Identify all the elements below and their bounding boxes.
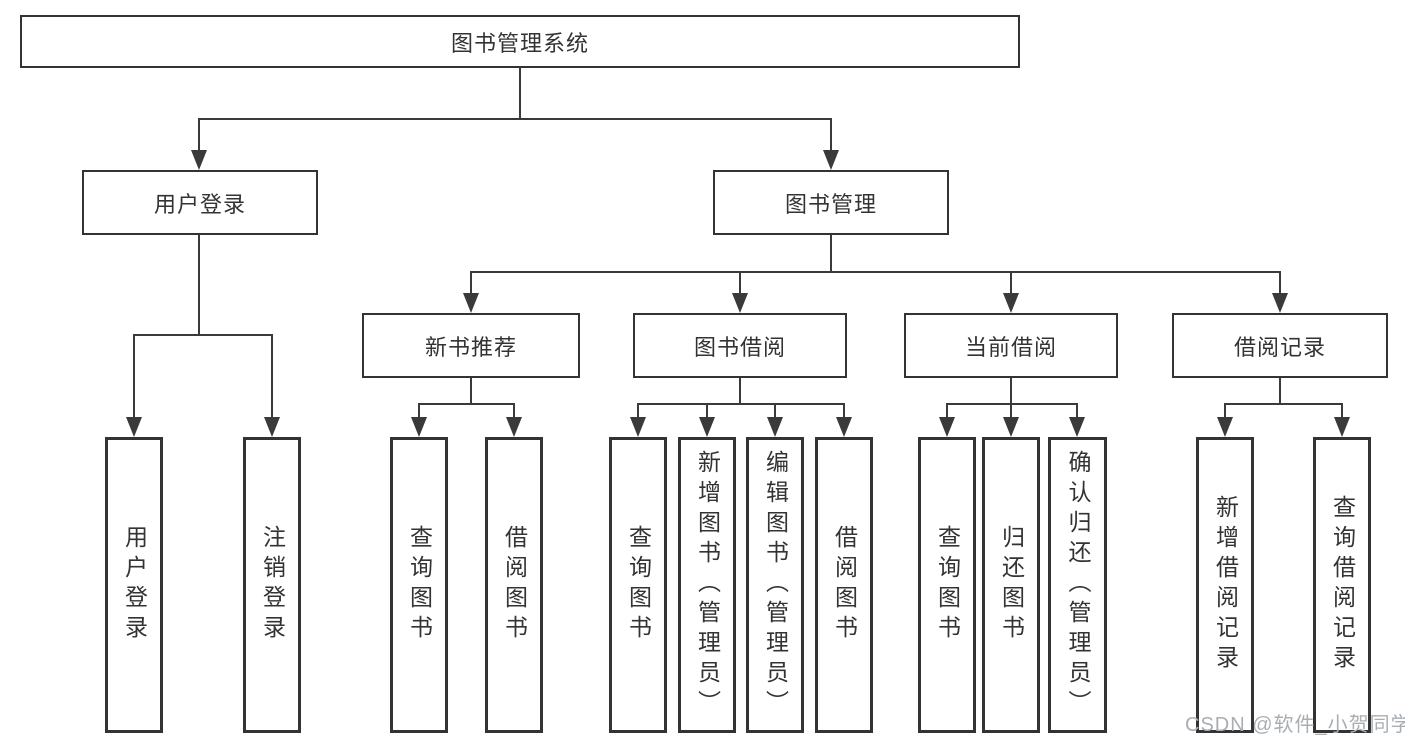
arrowhead-groupB-1 — [630, 417, 646, 437]
leaf-user-login: 用户登录 — [105, 437, 163, 733]
leaf-add-books-admin: 新增图书（管理员） — [678, 437, 736, 733]
arrowhead-groupB-2 — [699, 417, 715, 437]
connector-groupC-drop-3 — [1076, 403, 1078, 419]
leaf-label: 用户登录 — [121, 525, 148, 645]
connector-userlogin-drop-1 — [133, 334, 135, 419]
leaf-label: 新增借阅记录 — [1212, 495, 1239, 675]
leaf-query-books-borrowing: 查询图书 — [609, 437, 667, 733]
arrowhead-to-user-login — [191, 150, 207, 170]
csdn-watermark: CSDN @软件_小贺同学 — [1185, 714, 1405, 736]
connector-bookmgmt-stem — [830, 235, 832, 273]
arrowhead-to-current-borrowing — [1003, 293, 1019, 313]
leaf-label: 确认归还（管理员） — [1065, 450, 1091, 720]
leaf-label: 借阅图书 — [831, 525, 858, 645]
arrowhead-to-leaf-user-login — [126, 417, 142, 437]
arrowhead-to-leaf-logout — [264, 417, 280, 437]
connector-groupA-stem — [470, 378, 472, 405]
connector-groupA-drop-2 — [513, 403, 515, 419]
connector-userlogin-rail — [133, 334, 273, 336]
connector-bookmgmt-drop-4 — [1279, 271, 1281, 295]
connector-groupD-drop-1 — [1224, 403, 1226, 419]
connector-groupB-drop-2 — [706, 403, 708, 419]
node-label: 借阅记录 — [1233, 334, 1326, 360]
leaf-label: 编辑图书（管理员） — [762, 450, 789, 720]
node-label: 图书借阅 — [693, 334, 786, 360]
connector-groupB-drop-3 — [774, 403, 776, 419]
connector-groupA-drop-1 — [418, 403, 420, 419]
arrowhead-groupA-1 — [411, 417, 427, 437]
node-book-management: 图书管理 — [713, 170, 949, 235]
connector-userlogin-drop-2 — [271, 334, 273, 419]
leaf-logout: 注销登录 — [243, 437, 301, 733]
leaf-query-books-current: 查询图书 — [918, 437, 976, 733]
node-current-borrowing: 当前借阅 — [904, 313, 1118, 378]
leaf-label: 查询图书 — [934, 525, 961, 645]
arrowhead-to-book-borrowing — [732, 293, 748, 313]
leaf-query-books-recommend: 查询图书 — [390, 437, 448, 733]
leaf-label: 借阅图书 — [501, 525, 528, 645]
connector-groupD-drop-2 — [1341, 403, 1343, 419]
leaf-add-borrow-record: 新增借阅记录 — [1196, 437, 1254, 733]
arrowhead-groupC-3 — [1069, 417, 1085, 437]
connector-root-left-drop — [198, 118, 200, 152]
connector-groupA-rail — [418, 403, 515, 405]
node-root-library-system: 图书管理系统 — [20, 15, 1020, 68]
leaf-return-books: 归还图书 — [982, 437, 1040, 733]
arrowhead-to-book-management — [823, 150, 839, 170]
connector-groupB-rail — [637, 403, 845, 405]
node-borrow-records: 借阅记录 — [1172, 313, 1388, 378]
arrowhead-groupA-2 — [506, 417, 522, 437]
arrowhead-to-borrow-records — [1272, 293, 1288, 313]
connector-groupC-drop-1 — [946, 403, 948, 419]
leaf-borrow-books-recommend: 借阅图书 — [485, 437, 543, 733]
connector-bookmgmt-drop-2 — [739, 271, 741, 295]
arrowhead-groupD-1 — [1217, 417, 1233, 437]
connector-groupB-stem — [739, 378, 741, 405]
connector-bookmgmt-drop-1 — [470, 271, 472, 295]
leaf-label: 注销登录 — [259, 525, 286, 645]
leaf-borrow-books: 借阅图书 — [815, 437, 873, 733]
node-user-login: 用户登录 — [82, 170, 318, 235]
node-label: 用户登录 — [153, 191, 246, 217]
connector-groupC-rail — [946, 403, 1078, 405]
leaf-edit-books-admin: 编辑图书（管理员） — [746, 437, 804, 733]
connector-bookmgmt-drop-3 — [1010, 271, 1012, 295]
node-label: 图书管理系统 — [450, 30, 589, 56]
connector-userlogin-stem — [198, 235, 200, 336]
connector-root-rail — [198, 118, 832, 120]
connector-root-right-drop — [830, 118, 832, 152]
arrowhead-groupB-3 — [767, 417, 783, 437]
leaf-query-borrow-record: 查询借阅记录 — [1313, 437, 1371, 733]
connector-bookmgmt-rail — [470, 271, 1281, 273]
connector-groupC-drop-2 — [1010, 403, 1012, 419]
leaf-label: 查询借阅记录 — [1329, 495, 1356, 675]
leaf-label: 归还图书 — [998, 525, 1025, 645]
arrowhead-to-new-book-recommend — [463, 293, 479, 313]
connector-groupD-rail — [1224, 403, 1343, 405]
connector-groupB-drop-1 — [637, 403, 639, 419]
connector-groupB-drop-4 — [843, 403, 845, 419]
arrowhead-groupC-2 — [1003, 417, 1019, 437]
connector-root-stem — [519, 67, 521, 120]
connector-groupD-stem — [1279, 378, 1281, 405]
leaf-label: 查询图书 — [625, 525, 652, 645]
arrowhead-groupD-2 — [1334, 417, 1350, 437]
node-book-borrowing: 图书借阅 — [633, 313, 847, 378]
node-new-book-recommend: 新书推荐 — [362, 313, 580, 378]
node-label: 图书管理 — [784, 191, 877, 217]
leaf-label: 新增图书（管理员） — [694, 450, 721, 720]
connector-groupC-stem — [1010, 378, 1012, 405]
node-label: 新书推荐 — [424, 334, 517, 360]
arrowhead-groupB-4 — [836, 417, 852, 437]
node-label: 当前借阅 — [964, 334, 1057, 360]
arrowhead-groupC-1 — [939, 417, 955, 437]
leaf-confirm-return-admin: 确认归还（管理员） — [1048, 437, 1107, 733]
leaf-label: 查询图书 — [406, 525, 433, 645]
